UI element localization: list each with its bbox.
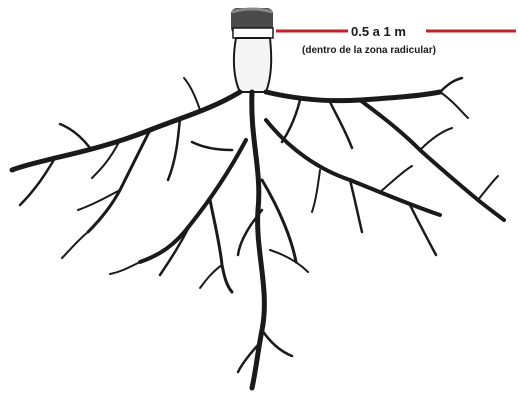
distance-label: 0.5 a 1 m xyxy=(348,24,409,39)
trunk-base xyxy=(231,8,273,92)
root-branches xyxy=(12,78,504,388)
zone-note: (dentro de la zona radicular) xyxy=(302,45,436,56)
